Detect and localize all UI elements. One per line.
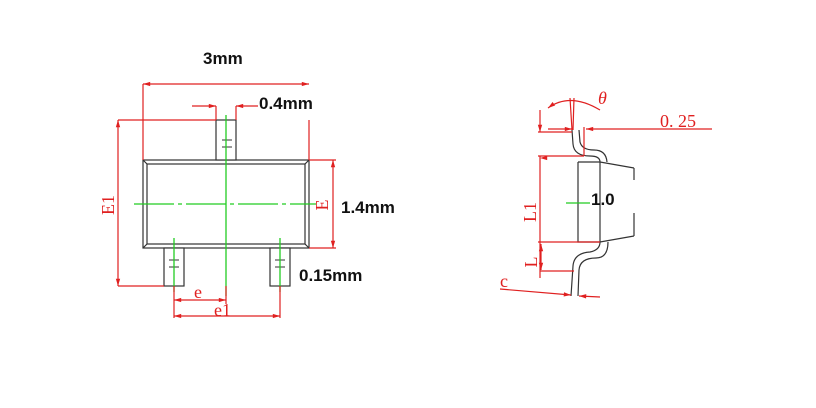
lead-thickness-label: 0.15mm xyxy=(299,266,362,285)
top-view: 3mm 0.4mm E1 E 1.4mm 0.15mm xyxy=(98,49,395,320)
dim-width xyxy=(142,81,310,160)
centerlines xyxy=(134,115,316,296)
side-view: θ 0. 25 L1 L c xyxy=(499,88,712,299)
c-symbol: c xyxy=(500,271,508,291)
dim-c xyxy=(499,288,601,299)
side-lead-lower xyxy=(570,241,609,297)
L1-symbol: L1 xyxy=(520,202,540,222)
dim-lead-width xyxy=(192,103,258,120)
theta-symbol: θ xyxy=(598,88,607,108)
E1-symbol: E1 xyxy=(98,195,118,215)
lead-width-label: 0.4mm xyxy=(259,94,313,113)
side-lead-upper xyxy=(571,129,608,163)
L-symbol: L xyxy=(521,257,541,268)
dim-E1 xyxy=(115,119,216,287)
dim-L xyxy=(538,244,574,272)
body-height-label: 1.0 xyxy=(591,190,615,209)
dim-theta xyxy=(547,97,601,131)
E-symbol: E xyxy=(312,200,332,211)
dim-lead-offset xyxy=(548,126,712,156)
dim-E xyxy=(309,159,336,249)
lead-offset-label: 0. 25 xyxy=(660,111,696,131)
body-width-label: 1.4mm xyxy=(341,198,395,217)
width-label: 3mm xyxy=(203,49,243,68)
e1-symbol: e1 xyxy=(214,300,231,320)
e-symbol: e xyxy=(194,282,202,302)
dim-e xyxy=(173,286,281,319)
